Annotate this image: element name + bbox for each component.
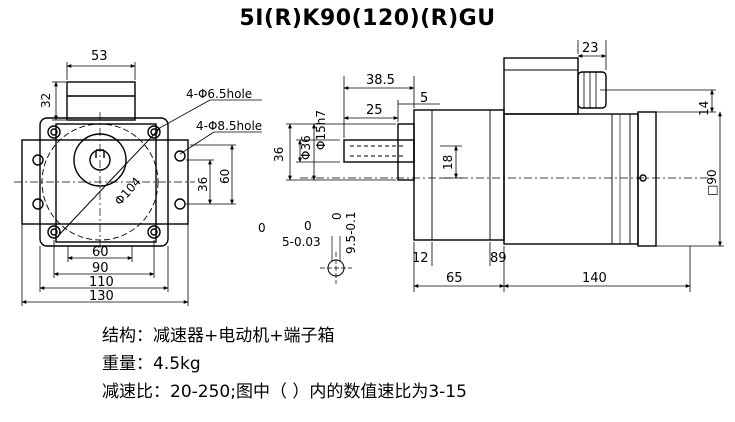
key-zero-1: 0 <box>258 221 266 235</box>
dim-89: 89 <box>490 251 507 266</box>
dim-sq90: □90 <box>705 169 719 196</box>
key-section <box>320 236 352 284</box>
side-view-labels: 23 38.5 25 5 14 Φ15h7 Φ36 36 18 □90 12 8… <box>272 41 719 286</box>
note-ratio: 减速比：20-250;图中（ ）内的数值速比为3-15 <box>102 382 467 402</box>
mounting-holes <box>32 125 186 239</box>
dim-60: 60 <box>92 245 109 260</box>
terminal-box-side <box>503 57 579 115</box>
spec-notes: 结构：减速器+电动机+端子箱 重量：4.5kg 减速比：20-250;图中（ ）… <box>102 322 467 406</box>
gearbox-side <box>413 109 505 241</box>
dim-25: 25 <box>366 103 383 118</box>
front-view-labels: 53 32 4-Φ6.5hole 4-Φ8.5hole Φ104 36 60 6… <box>39 49 262 304</box>
motor-body <box>503 113 639 245</box>
dim-right-60: 60 <box>218 169 232 184</box>
dim-right-36: 36 <box>196 177 210 192</box>
gearbox-outline <box>39 117 169 247</box>
dim-phi36: Φ36 <box>299 135 313 160</box>
dim-32: 32 <box>39 93 53 108</box>
dim-65: 65 <box>446 271 463 286</box>
terminal-box-front <box>66 81 136 121</box>
front-view <box>14 62 262 306</box>
note-weight: 重量：4.5kg <box>102 354 201 374</box>
dim-5: 5 <box>420 91 428 106</box>
dim-14: 14 <box>697 101 711 116</box>
key-zero-2: 0 <box>304 219 312 233</box>
key-depth: 9.5-0.1 <box>344 212 358 255</box>
dim-130: 130 <box>89 289 114 304</box>
label-hole-6-5: 4-Φ6.5hole <box>186 87 252 101</box>
dim-140: 140 <box>582 271 607 286</box>
key-width: 5-0.03 <box>282 235 321 249</box>
dim-18: 18 <box>441 155 455 170</box>
dim-shaft-15h7: Φ15h7 <box>314 110 328 150</box>
key-zero-3: 0 <box>330 212 344 220</box>
dim-53: 53 <box>91 49 108 64</box>
dim-110: 110 <box>89 275 114 290</box>
key-section-labels: 0 0 0 5-0.03 9.5-0.1 <box>258 212 358 255</box>
output-shaft <box>343 139 415 163</box>
dim-36: 36 <box>272 147 286 162</box>
note-structure: 结构：减速器+电动机+端子箱 <box>102 326 335 346</box>
label-hole-8-5: 4-Φ8.5hole <box>196 119 262 133</box>
dim-12: 12 <box>412 251 429 266</box>
side-view <box>286 40 724 292</box>
drawing-title: 5I(R)K90(120)(R)GU <box>239 6 496 31</box>
dim-90: 90 <box>92 261 109 276</box>
dim-23: 23 <box>582 41 599 56</box>
dim-38-5: 38.5 <box>366 73 395 88</box>
